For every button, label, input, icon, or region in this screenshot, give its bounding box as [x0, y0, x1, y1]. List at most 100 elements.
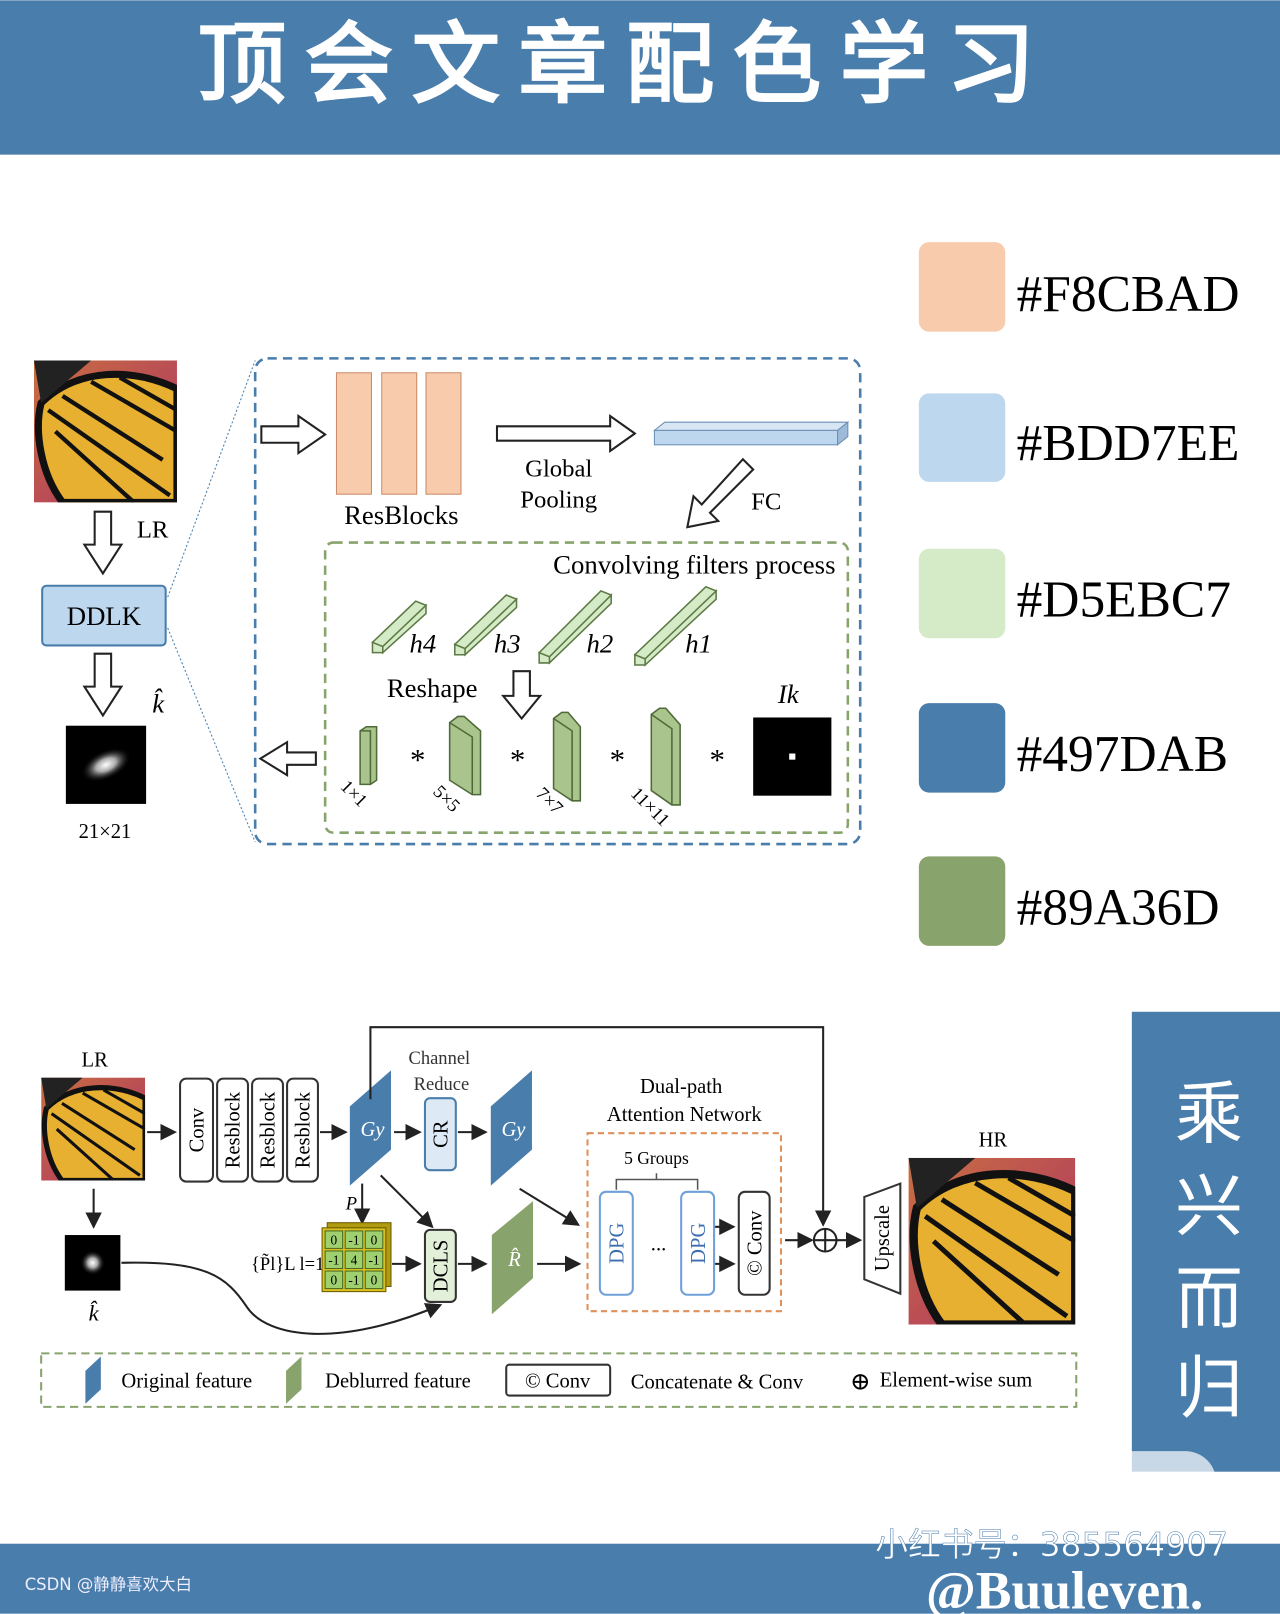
swatch-label: #89A36D [1017, 879, 1220, 936]
k-hat-label: k̂ [152, 688, 165, 718]
hr-label: HR [979, 1130, 1008, 1152]
element-wise-sum-icon: ⊕ [850, 1368, 871, 1395]
original-feature [490, 1070, 532, 1186]
banner-char: 归 [1175, 1351, 1243, 1427]
matrix-cell-value: -1 [368, 1252, 379, 1267]
legend-original: Original feature [121, 1370, 252, 1392]
ddlk-box [41, 584, 167, 647]
banner-char: 而 [1175, 1261, 1243, 1337]
r-hat-label: R̂ [507, 1248, 521, 1271]
legend-conv: © Conv [525, 1370, 591, 1392]
gy-label: Gy [501, 1119, 526, 1141]
swatch-3 [918, 548, 1006, 639]
convolve-operator: * [610, 743, 625, 777]
footer-band [0, 1543, 1280, 1614]
h-filters [371, 585, 718, 667]
deblurred-feature [491, 1201, 533, 1315]
hr-butterfly-image [909, 1158, 1076, 1325]
swatch-4 [918, 703, 1006, 793]
legend-concat: Concatenate & Conv [631, 1371, 804, 1393]
resblock [381, 372, 418, 495]
original-feature-swatch [85, 1356, 101, 1404]
dpg-block [598, 1190, 634, 1296]
prior-set-label: {P̃l}L l=1 [251, 1252, 324, 1275]
banner-char: 乘 [1175, 1076, 1243, 1152]
convolve-operator: * [510, 743, 525, 777]
swatch-1 [918, 242, 1006, 332]
matrix-cell-value: 0 [371, 1272, 378, 1287]
conv-filters-frame [323, 541, 850, 835]
dcls-label: DCLS [431, 1240, 453, 1293]
right-arrow-icon [495, 414, 637, 453]
swatch-label: #D5EBC7 [1017, 572, 1231, 629]
dcls-block [423, 1228, 457, 1303]
matrix-cell-value: -1 [348, 1232, 359, 1247]
element-wise-sum-icon [812, 1227, 838, 1253]
convolve-operator: * [709, 743, 724, 777]
upscale-block [863, 1182, 902, 1296]
footer-handle: @Buuleven. [926, 1561, 1203, 1614]
p-label: P [345, 1193, 357, 1214]
matrix-cell-value: 0 [331, 1232, 338, 1247]
dpg-label: DPG [688, 1223, 710, 1264]
concat-conv-label: © Conv [744, 1210, 766, 1276]
matrix-cell [364, 1230, 384, 1249]
swatch-label: #F8CBAD [1017, 266, 1240, 323]
down-arrow-icon [82, 652, 124, 718]
color-swatches: #F8CBAD #BDD7EE #D5EBC7 #497DAB #89A36D [918, 242, 1240, 946]
legend-deblurred: Deblurred feature [325, 1370, 471, 1392]
reshaped-filters [359, 707, 681, 806]
k-hat-label: k̂ [89, 1299, 100, 1325]
h3-label: h3 [494, 629, 521, 659]
swatch-2 [918, 393, 1006, 482]
ellipsis: ... [651, 1233, 666, 1255]
cr-block [423, 1097, 457, 1172]
resblock-label: Resblock [223, 1091, 245, 1168]
watermark-bubble [1082, 1451, 1217, 1513]
header-band [0, 0, 1280, 155]
legend-frame [40, 1352, 1078, 1408]
right-arrow-icon [260, 414, 327, 456]
gy-label: Gy [360, 1119, 385, 1141]
h1-label: h1 [685, 629, 712, 659]
legend-sum: Element-wise sum [880, 1369, 1032, 1391]
dpg-label: DPG [607, 1223, 629, 1264]
original-feature [349, 1070, 391, 1186]
matrix-cell [324, 1230, 344, 1249]
conv-block [179, 1077, 215, 1183]
left-arrow-icon [258, 740, 317, 777]
concat-conv-block [737, 1190, 771, 1296]
network-diagram: LR Conv Resblock Resblock Resblock Gy Ch… [40, 1026, 1078, 1408]
dpg-block [680, 1190, 716, 1296]
channel-label: Channel [408, 1048, 470, 1069]
matrix-cell-value: -1 [328, 1252, 339, 1267]
attention-network-label: Attention Network [607, 1104, 762, 1126]
ddlk-diagram: LR DDLK k̂ 21×21 ResBlocks Global Poolin… [34, 357, 862, 846]
resblocks-label: ResBlocks [344, 500, 458, 530]
dual-path-label: Dual-path [640, 1076, 723, 1098]
conv-label: Conv [187, 1107, 209, 1152]
pooling-label: Pooling [520, 487, 597, 514]
h4-label: h4 [410, 629, 437, 659]
pooled-vector [653, 429, 839, 446]
resblock [216, 1077, 250, 1183]
matrix-cell-value: 4 [351, 1252, 358, 1267]
legend-conv-box [505, 1363, 612, 1397]
matrix-cell [324, 1270, 344, 1290]
page-title: 顶会文章配色学习 [198, 17, 1054, 115]
conv-filters-title: Convolving filters process [553, 549, 835, 579]
matrix-cell [344, 1250, 364, 1269]
down-arrow-icon [82, 510, 124, 576]
swatch-5 [918, 856, 1006, 946]
lr-label: LR [137, 516, 169, 543]
ik-label: Ik [777, 679, 800, 709]
convolve-operator: * [410, 743, 425, 777]
dpan-frame [586, 1132, 782, 1313]
ddlk-label: DDLK [67, 601, 142, 631]
banner-char: 兴 [1175, 1169, 1243, 1245]
resblock [425, 372, 462, 495]
down-arrow-icon [500, 670, 543, 721]
groups-label: 5 Groups [624, 1148, 689, 1168]
matrix-cell [324, 1250, 344, 1269]
